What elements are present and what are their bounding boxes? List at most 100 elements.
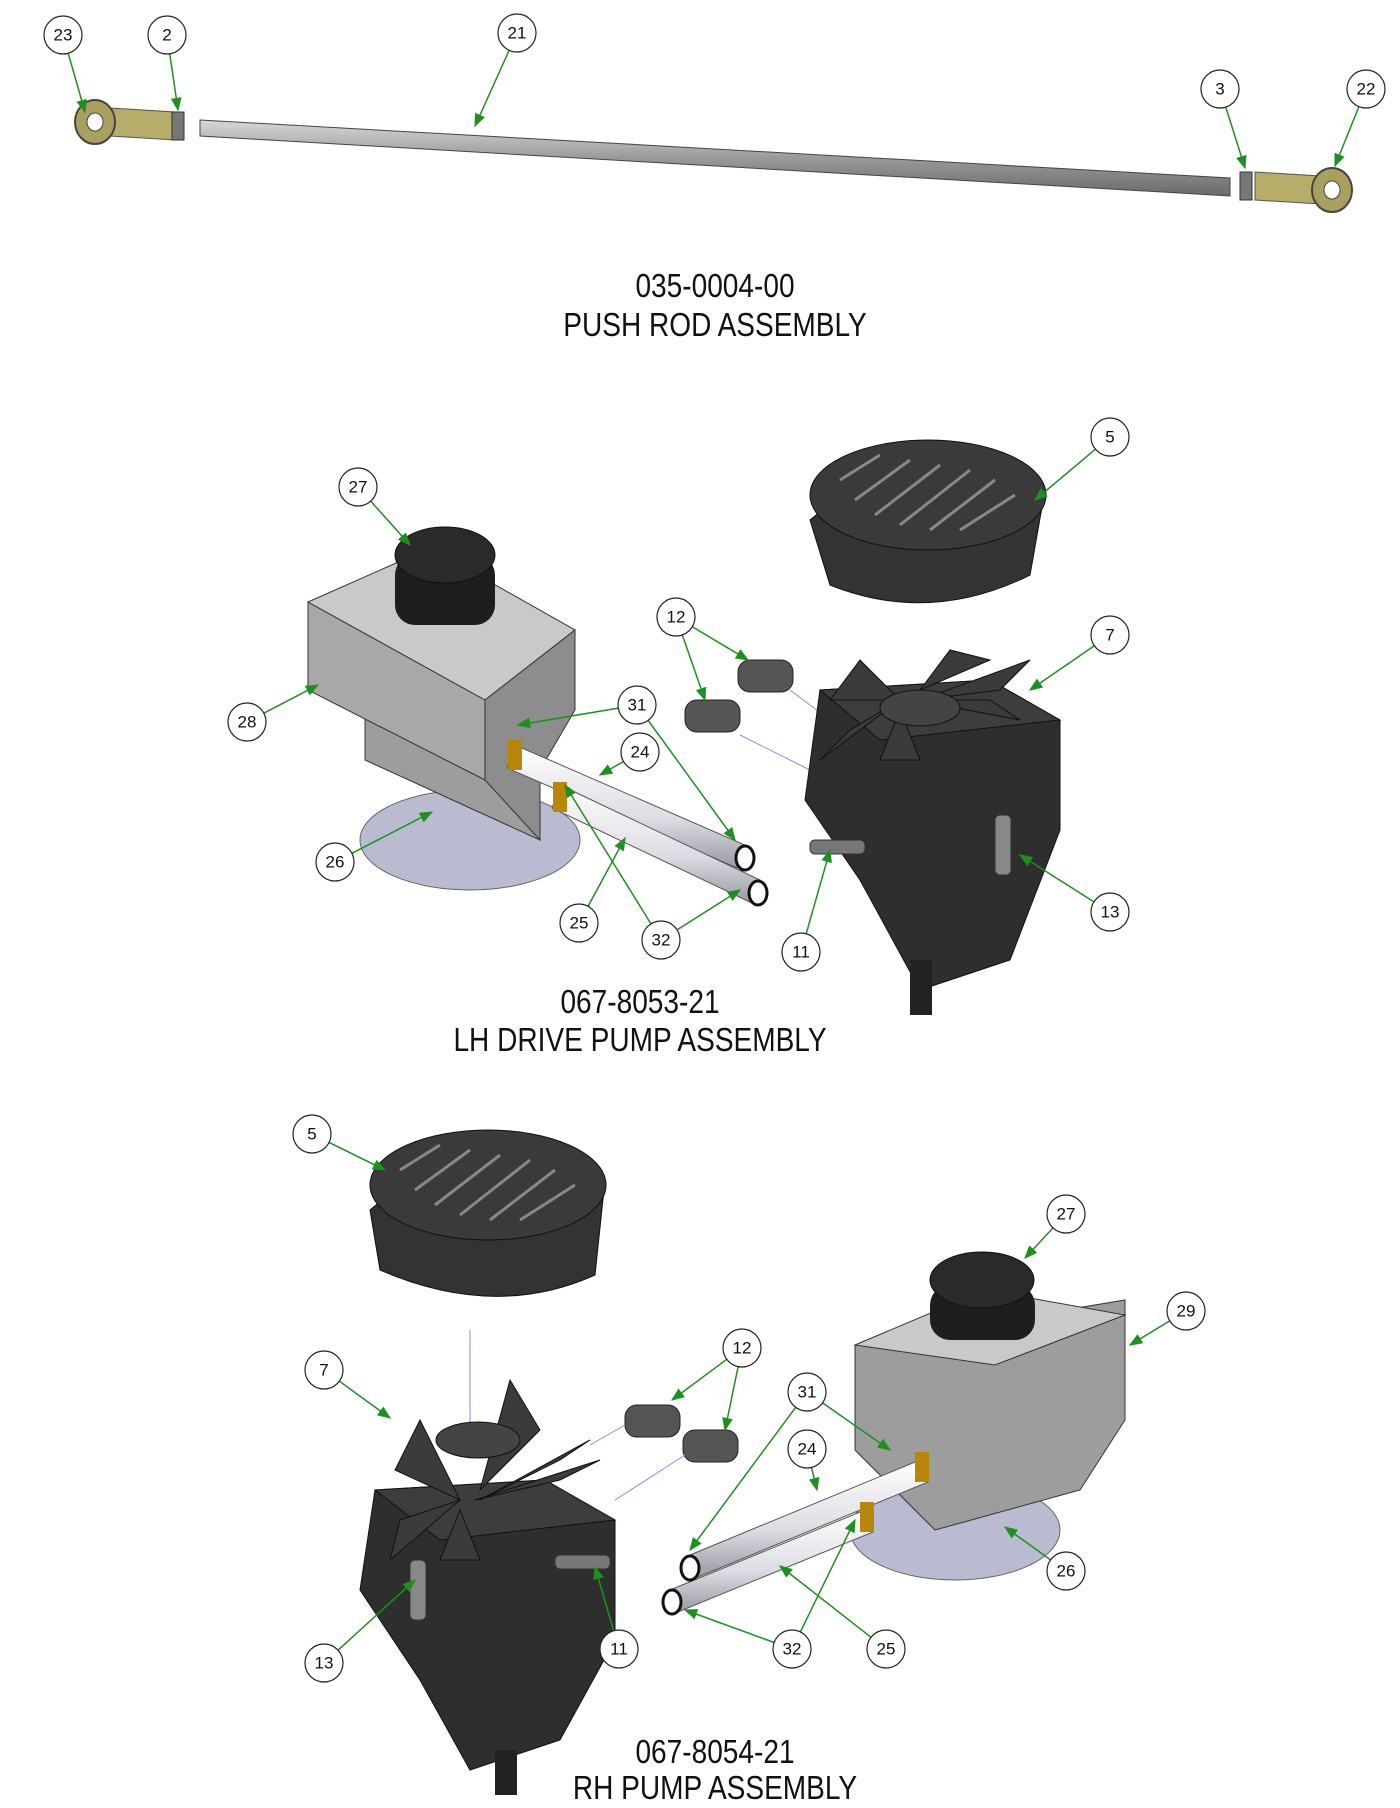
lh-pump-balloon-32: 32: [564, 783, 742, 960]
rh-pump-balloon-7: 7: [304, 1350, 392, 1419]
lh-pump-balloon-24: 24: [598, 732, 660, 776]
rh-pump-balloon-13: 13: [304, 1579, 416, 1683]
leader-arrow: [1028, 645, 1095, 691]
rh-pump-balloon-29: 29: [1128, 1291, 1206, 1346]
leader-arrow: [337, 1579, 416, 1651]
lh-pump-balloon-25: 25: [559, 836, 626, 943]
balloon-circle: [43, 15, 83, 55]
leader-arrow: [338, 1380, 392, 1419]
rh-pump-balloon-31: 31: [689, 1372, 892, 1552]
rh-pump-drawing: [359, 1129, 1127, 1795]
lh-pump-drawing: [306, 439, 1062, 1015]
push-rod-balloon-2: 2: [147, 15, 187, 112]
balloon-number: 2: [162, 26, 171, 45]
rh-pump-balloon-24: 24: [787, 1429, 827, 1492]
balloon-number: 22: [1357, 80, 1376, 99]
leader-arrow: [681, 634, 707, 702]
balloon-number: 24: [631, 743, 650, 762]
leader-arrow: [722, 1366, 739, 1432]
balloon-number: 5: [307, 1125, 316, 1144]
lh-pump-title: LH DRIVE PUMP ASSEMBLY: [453, 1021, 827, 1058]
balloon-circle: [1346, 69, 1386, 109]
lh-pump-balloon-11: 11: [781, 848, 832, 972]
leader-arrow: [169, 53, 182, 112]
leader-arrow: [67, 53, 87, 114]
push-rod-title: PUSH ROD ASSEMBLY: [563, 306, 867, 343]
balloon-number: 29: [1177, 1302, 1196, 1321]
lh-pump-balloon-13: 13: [1018, 854, 1130, 932]
rh-pump-title: RH PUMP ASSEMBLY: [572, 1769, 858, 1806]
balloon-circle: [1166, 1291, 1206, 1331]
balloon-circle: [304, 1643, 344, 1683]
balloon-circle: [1200, 69, 1240, 109]
leader-arrow: [691, 626, 750, 661]
lh-pump-balloon-28: 28: [227, 684, 320, 742]
balloon-number: 32: [783, 1640, 802, 1659]
balloon-circle: [497, 13, 537, 53]
lh-pump-balloon-26: 26: [315, 811, 434, 882]
lh-pump-balloon-7: 7: [1028, 615, 1130, 691]
balloon-number: 31: [628, 696, 647, 715]
lh-pump-balloon-27: 27: [338, 467, 411, 547]
leader-arrow: [676, 889, 742, 931]
balloon-circle: [338, 467, 378, 507]
balloon-circle: [787, 1372, 827, 1412]
leader-arrow: [1225, 106, 1247, 170]
balloon-circle: [722, 1328, 762, 1368]
balloon-number: 26: [1057, 1562, 1076, 1581]
balloon-circle: [641, 920, 681, 960]
leader-arrow: [799, 1518, 856, 1633]
balloon-circle: [656, 597, 696, 637]
balloon-number: 24: [798, 1440, 817, 1459]
balloon-number: 12: [733, 1339, 752, 1358]
push-rod-drawing: [74, 99, 1353, 213]
balloon-circle: [1046, 1551, 1086, 1591]
balloon-circle: [866, 1629, 906, 1669]
rh-pump-balloon-25: 25: [778, 1565, 906, 1669]
balloon-number: 32: [652, 931, 671, 950]
balloon-number: 11: [792, 943, 810, 962]
balloon-circle: [772, 1629, 812, 1669]
rh-pump-balloon-32: 32: [683, 1518, 856, 1669]
balloon-number: 5: [1105, 428, 1114, 447]
balloon-circle: [559, 903, 599, 943]
balloon-circle: [620, 732, 660, 772]
push-rod-balloon-3: 3: [1200, 69, 1247, 170]
rh-pump-balloon-26: 26: [1003, 1526, 1086, 1591]
balloon-number: 7: [319, 1361, 328, 1380]
rh-pump-balloon-12: 12: [670, 1328, 762, 1432]
balloon-number: 7: [1105, 626, 1114, 645]
leader-arrow: [1018, 854, 1095, 903]
balloon-circle: [1046, 1194, 1086, 1234]
balloon-circle: [599, 1629, 639, 1669]
lh-pump-balloon-12: 12: [656, 597, 750, 702]
rh-pump-balloon-11: 11: [593, 1565, 639, 1669]
leader-arrow: [370, 500, 411, 547]
push-rod-balloon-21: 21: [474, 13, 537, 128]
leader-arrow: [1024, 1227, 1054, 1259]
balloon-number: 23: [54, 26, 73, 45]
balloon-circle: [1090, 417, 1130, 457]
leader-arrow: [1003, 1526, 1052, 1561]
leader-arrow: [328, 1141, 387, 1171]
balloon-number: 31: [798, 1383, 817, 1402]
balloon-number: 13: [1101, 903, 1120, 922]
leader-arrow: [598, 760, 624, 776]
balloon-circle: [781, 932, 821, 972]
balloon-circle: [292, 1114, 332, 1154]
rh-pump-balloon-27: 27: [1024, 1194, 1086, 1259]
balloon-circle: [1090, 615, 1130, 655]
rh-pump-part-number: 067-8054-21: [635, 1733, 795, 1770]
rh-pump-balloon-5: 5: [292, 1114, 387, 1171]
balloon-number: 26: [326, 853, 345, 872]
lh-pump-part-number: 067-8053-21: [560, 983, 720, 1020]
balloon-number: 28: [238, 713, 257, 732]
balloon-circle: [787, 1429, 827, 1469]
leader-arrow: [564, 783, 652, 925]
leader-arrow: [1033, 448, 1096, 501]
leader-arrow: [822, 1402, 892, 1451]
push-rod-part-number: 035-0004-00: [635, 267, 795, 304]
leader-arrow: [670, 1358, 728, 1401]
